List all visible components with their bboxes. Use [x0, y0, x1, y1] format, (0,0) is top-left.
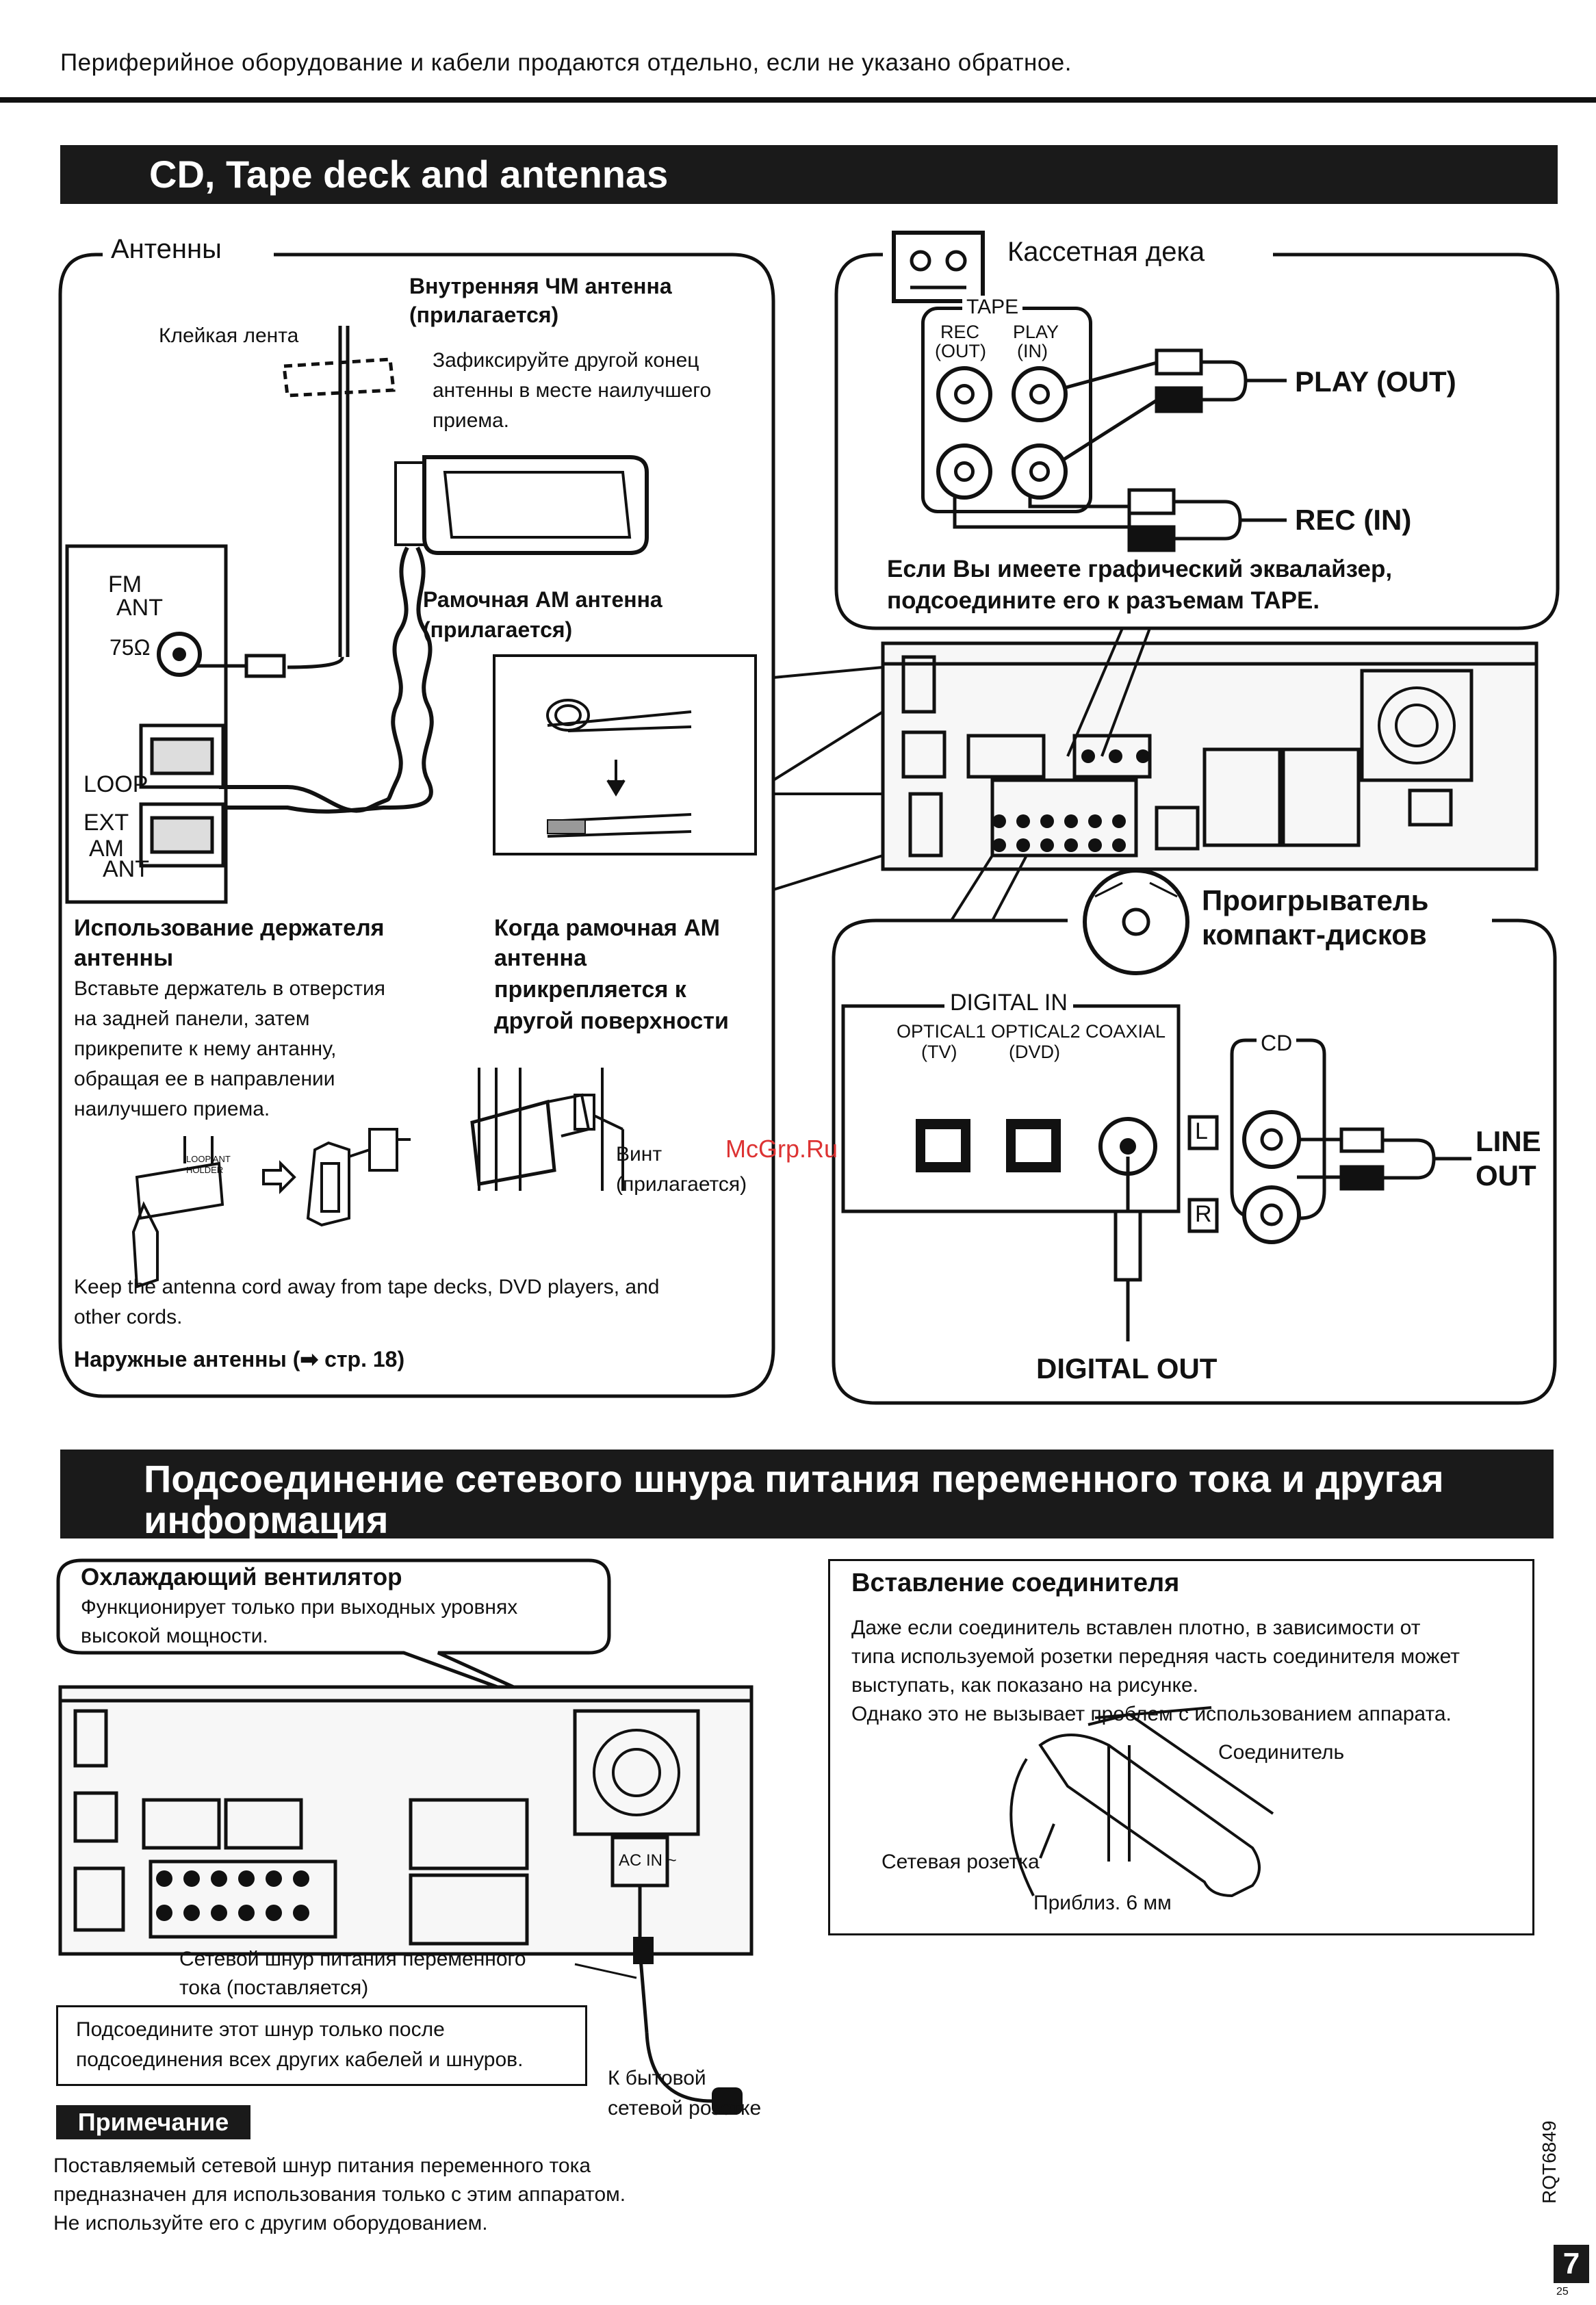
- section-title-ac-cord: Подсоединение сетевого шнура питания пер…: [60, 1450, 1554, 1541]
- sub-page-number: 25: [1556, 2286, 1569, 2297]
- peripheral-note: Периферийное оборудование и кабели прода…: [60, 49, 1072, 76]
- fm-ant-label-line2: ANT: [116, 595, 163, 621]
- section-title-cd-tape-antennas: CD, Tape deck and antennas: [60, 145, 1558, 204]
- cd-group-label: CD: [1257, 1031, 1297, 1056]
- adhesive-tape-label: Клейкая лента: [159, 324, 299, 347]
- am-label: AM: [89, 836, 124, 862]
- holder-text-3: прикрепите к нему антанну,: [74, 1038, 337, 1060]
- cord-label-2: тока (поставляется): [179, 1976, 369, 1999]
- household-1: К бытовой: [608, 2067, 706, 2089]
- eq-note-line2: подсоедините его к разъемам TAPE.: [887, 587, 1320, 614]
- digital-out-label: DIGITAL OUT: [1036, 1352, 1218, 1385]
- line-out-label-1: LINE: [1476, 1125, 1541, 1157]
- keep-away-line1: Keep the antenna cord away from tape dec…: [74, 1276, 660, 1298]
- rec-in-label: REC (IN): [1295, 504, 1412, 536]
- holder-text-1: Вставьте держатель в отверстия: [74, 977, 386, 1000]
- cd-player-title-2: компакт-дисков: [1202, 918, 1434, 951]
- watermark: McGrp.Ru: [725, 1135, 838, 1163]
- attach-title-1: Когда рамочная АМ: [494, 915, 720, 941]
- connect-note-box: Подсоедините этот шнур только после подс…: [56, 2005, 587, 2086]
- play-label-1: PLAY: [1013, 322, 1059, 342]
- fix-note-line3: приема.: [433, 409, 510, 432]
- insert-text-1: Даже если соединитель вставлен плотно, в…: [851, 1617, 1421, 1639]
- ext-label: EXT: [83, 810, 129, 836]
- fm-internal-sub: (прилагается): [409, 302, 559, 327]
- connect-note-2: подсоединения всех других кабелей и шнур…: [76, 2048, 524, 2071]
- section2-title-line2: информация: [144, 1498, 389, 1541]
- section2-title-line1: Подсоединение сетевого шнура питания пер…: [144, 1457, 1444, 1500]
- top-rule: [0, 97, 1596, 103]
- approx-label: Приблиз. 6 мм: [1033, 1892, 1172, 1914]
- section1-title-text: CD, Tape deck and antennas: [149, 153, 669, 196]
- cd-l-label: L: [1195, 1118, 1208, 1144]
- fm-internal-title: Внутренняя ЧМ антенна: [409, 274, 672, 298]
- fan-text-2: высокой мощности.: [81, 1625, 268, 1647]
- remark-text-3: Не используйте его с другим оборудование…: [53, 2212, 488, 2235]
- am-loop-sub: (прилагается): [423, 617, 573, 642]
- remark-title: Примечание: [56, 2105, 250, 2139]
- cd-r-label: R: [1195, 1201, 1212, 1227]
- digital-in-label: DIGITAL IN: [944, 990, 1073, 1016]
- eq-note-line1: Если Вы имеете графический эквалайзер,: [887, 556, 1393, 582]
- holder-text-4: обращая ее в направлении: [74, 1068, 335, 1090]
- section2-line-art: [56, 1558, 1274, 2115]
- line-out-label-2: OUT: [1476, 1159, 1536, 1192]
- screw-label-2: (прилагается): [616, 1173, 747, 1196]
- tape-rec-l-jack[interactable]: [936, 366, 992, 422]
- play-label-2: (IN): [1017, 341, 1048, 361]
- remark-text-1: Поставляемый сетевой шнур питания переме…: [53, 2154, 591, 2177]
- cd-player-title-1: Проигрыватель: [1202, 884, 1429, 916]
- screw-label-1: Винт: [616, 1143, 662, 1166]
- holder-title-line2: антенны: [74, 945, 174, 971]
- fan-title: Охлаждающий вентилятор: [81, 1564, 402, 1591]
- household-2: сетевой розетке: [608, 2097, 762, 2120]
- tape-rec-r-jack[interactable]: [936, 443, 992, 500]
- insert-text-4: Однако это не вызывает проблем с использ…: [851, 1703, 1452, 1725]
- fm-ant-label-line1: FM: [108, 571, 142, 597]
- optical2-sub: (DVD): [1009, 1042, 1060, 1062]
- ohm-label: 75Ω: [110, 635, 151, 660]
- antennas-title: Антенны: [103, 234, 230, 265]
- fan-text-1: Функционирует только при выходных уровня…: [81, 1596, 518, 1619]
- optical1-sub: (TV): [921, 1042, 957, 1062]
- connect-note-1: Подсоедините этот шнур только после: [76, 2018, 445, 2041]
- tape-deck-title: Кассетная дека: [999, 237, 1213, 268]
- remark-text-2: предназначен для использования только с …: [53, 2183, 626, 2206]
- coaxial-label: COAXIAL: [1085, 1021, 1166, 1042]
- socket-label: Сетевая розетка: [881, 1851, 1040, 1873]
- rec-label-1: REC: [940, 322, 980, 342]
- attach-title-3: прикрепляется к: [494, 977, 686, 1003]
- loop-label: LOOP: [83, 771, 149, 797]
- holder-title-line1: Использование держателя: [74, 915, 385, 941]
- tape-play-l-jack[interactable]: [1012, 366, 1068, 422]
- ac-in-label: AC IN ~: [619, 1851, 677, 1870]
- holder-text-2: на задней панели, затем: [74, 1007, 310, 1030]
- play-out-label: PLAY (OUT): [1295, 365, 1456, 398]
- attach-title-4: другой поверхности: [494, 1008, 729, 1034]
- rec-label-2: (OUT): [935, 341, 986, 361]
- fix-note-line2: антенны в месте наилучшего: [433, 379, 712, 402]
- optical2-label: OPTICAL2: [991, 1021, 1081, 1042]
- page-number: 7: [1554, 2245, 1589, 2283]
- attach-title-2: антенна: [494, 945, 587, 971]
- cord-label-1: Сетевой шнур питания переменного: [179, 1948, 526, 1970]
- holder-label-line2: HOLDER: [186, 1165, 224, 1175]
- connector-label: Соединитель: [1218, 1741, 1345, 1764]
- model-code: RQT6849: [1539, 2120, 1560, 2204]
- insert-text-2: типа используемой розетки передняя часть…: [851, 1645, 1460, 1668]
- tape-play-r-jack[interactable]: [1012, 443, 1068, 500]
- fix-note-line1: Зафиксируйте другой конец: [433, 349, 699, 372]
- tape-group-label: TAPE: [962, 296, 1023, 319]
- holder-label-line1: LOOP ANT: [186, 1154, 231, 1164]
- outdoor-antennas-link[interactable]: Наружные антенны (➡ стр. 18): [74, 1347, 405, 1372]
- insert-connector-box: [828, 1559, 1534, 1935]
- optical1-label: OPTICAL1: [897, 1021, 986, 1042]
- insert-text-3: выступать, как показано на рисунке.: [851, 1674, 1198, 1697]
- holder-text-5: наилучшего приема.: [74, 1098, 270, 1120]
- keep-away-line2: other cords.: [74, 1306, 183, 1328]
- am-loop-title: Рамочная АМ антенна: [423, 587, 662, 612]
- insert-title: Вставление соединителя: [851, 1569, 1180, 1597]
- ant-label: ANT: [103, 856, 149, 882]
